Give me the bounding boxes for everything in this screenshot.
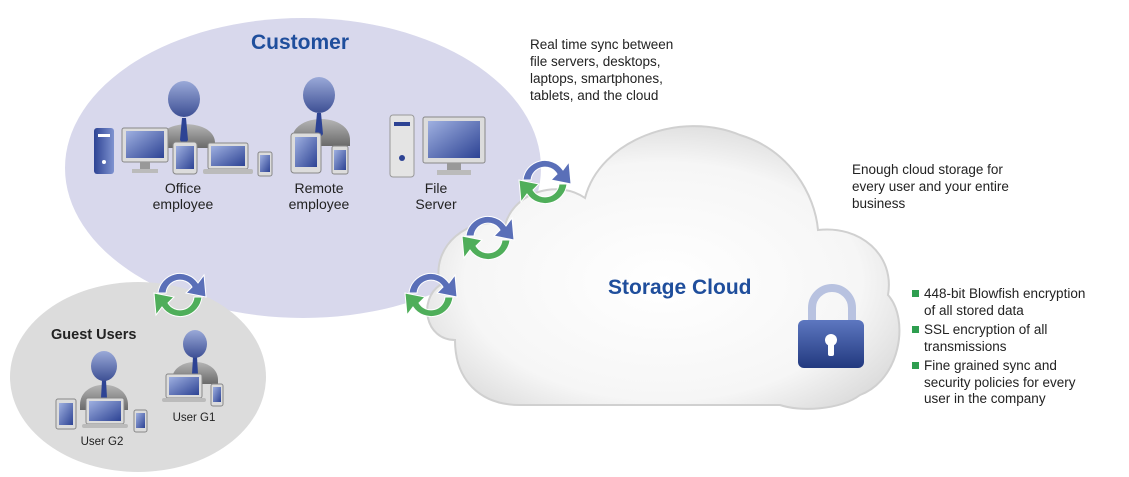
storage-line: business: [852, 196, 906, 211]
sync-icon: [153, 273, 207, 317]
feature-line: SSL encryption of all: [924, 322, 1048, 337]
storage-description: Enough cloud storage for every user and …: [852, 161, 1072, 212]
guest-zone: [10, 282, 266, 472]
office-label-line-2: employee: [152, 196, 214, 212]
sync-icon: [404, 273, 458, 317]
sync-line: laptops, smartphones,: [530, 71, 663, 86]
office-employee-label: Office employee: [140, 180, 226, 212]
feature-line: of all stored data: [924, 302, 1024, 318]
user-g2-tablet-icon: [55, 398, 77, 430]
office-phone-icon: [257, 151, 273, 177]
bullet-marker: [912, 362, 919, 369]
feature-item: Fine grained sync and security policies …: [912, 358, 1122, 408]
file-server-monitor-icon: [422, 116, 486, 175]
sync-line: Real time sync between: [530, 37, 674, 52]
feature-item: 448-bit Blowfish encryption of all store…: [912, 286, 1122, 319]
user-g1-label: User G1: [172, 412, 216, 424]
office-label-line-1: Office: [164, 180, 202, 196]
feature-item: SSL encryption of all transmissions: [912, 322, 1122, 355]
feature-line: Fine grained sync and: [924, 358, 1057, 373]
storage-cloud-title: Storage Cloud: [608, 276, 752, 299]
feature-line: 448-bit Blowfish encryption: [924, 286, 1086, 301]
file-server-tower-icon: [389, 114, 415, 178]
user-g2-phone-icon: [133, 409, 148, 433]
sync-icon: [518, 160, 572, 204]
sync-description: Real time sync between file servers, des…: [530, 36, 730, 104]
sync-line: tablets, and the cloud: [530, 88, 659, 103]
user-g1-phone-icon: [210, 383, 224, 407]
remote-employee-label: Remote employee: [276, 180, 362, 212]
sync-icon: [461, 216, 515, 260]
guest-users-title: Guest Users: [51, 327, 137, 343]
sync-line: file servers, desktops,: [530, 54, 661, 69]
server-label-line-2: Server: [415, 196, 457, 212]
feature-line: security policies for every: [924, 374, 1076, 390]
user-g2-laptop-icon: [82, 397, 128, 428]
remote-label-line-2: employee: [288, 196, 350, 212]
file-server-label: File Server: [404, 180, 468, 212]
remote-tablet-icon: [290, 132, 322, 174]
server-label-line-1: File: [424, 180, 448, 196]
bullet-marker: [912, 326, 919, 333]
storage-line: every user and your entire: [852, 179, 1009, 194]
feature-line: transmissions: [924, 338, 1007, 354]
office-tablet-icon: [172, 141, 198, 175]
user-g1-laptop-icon: [162, 373, 206, 402]
customer-title: Customer: [251, 31, 350, 54]
office-monitor-icon: [121, 127, 169, 173]
office-laptop-icon: [203, 142, 253, 174]
bullet-marker: [912, 290, 919, 297]
remote-label-line-1: Remote: [294, 180, 344, 196]
office-tower-icon: [94, 128, 114, 174]
storage-line: Enough cloud storage for: [852, 162, 1003, 177]
user-g2-label: User G2: [80, 436, 124, 448]
office-employee-person-icon: [158, 81, 215, 148]
remote-phone-icon: [331, 145, 349, 175]
feature-list: 448-bit Blowfish encryption of all store…: [912, 286, 1122, 411]
lock-icon: [798, 284, 864, 368]
feature-line: user in the company: [924, 391, 1046, 406]
